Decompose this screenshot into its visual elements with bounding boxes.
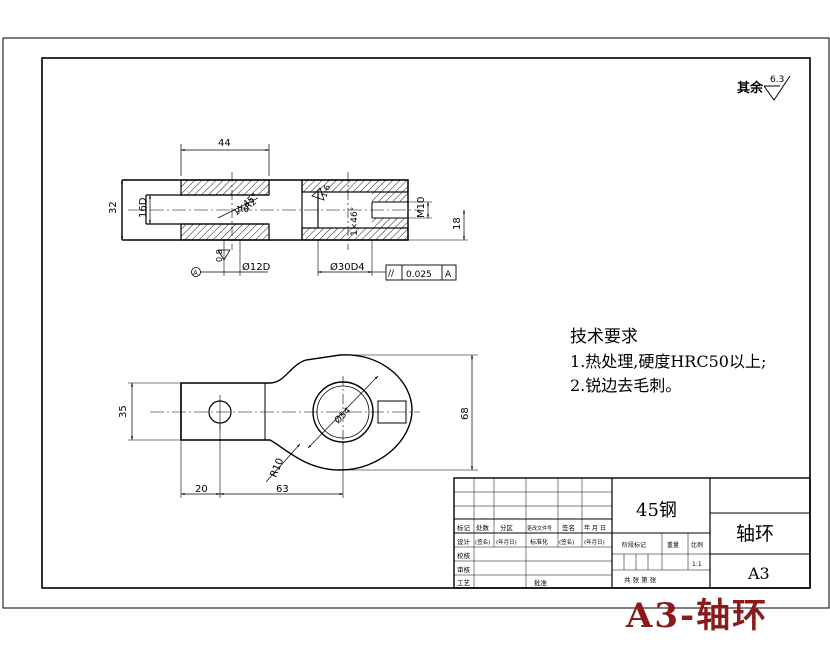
hdr-date: 年 月 日 xyxy=(584,524,606,532)
dim-height-32: 32 xyxy=(108,201,119,214)
dim-height-68: 68 xyxy=(460,407,471,420)
scale-value: 1:1 xyxy=(692,561,702,568)
dim-63: 63 xyxy=(276,484,289,495)
roughness-mark-2: 0.8 xyxy=(215,249,224,262)
row-design-sign: (签名) xyxy=(475,538,490,546)
hdr-sign: 签名 xyxy=(562,523,575,532)
top-view-dimensions: 35 68 20 63 R10 Ø54 xyxy=(118,354,478,498)
part-name: 轴环 xyxy=(736,523,774,545)
row-check: 校核 xyxy=(457,551,471,560)
hdr-count: 处数 xyxy=(476,523,490,532)
tolerance-symbol: // xyxy=(388,269,395,279)
tech-item-1: 1.热处理,硬度HRC50以上; xyxy=(570,352,766,371)
tolerance-datum: A xyxy=(445,270,452,280)
roughness-mark-1: 1.6 xyxy=(236,205,249,214)
row-design: 设计 xyxy=(457,537,471,546)
title-block xyxy=(453,477,811,589)
hdr-mark: 标记 xyxy=(457,523,471,532)
material: 45钢 xyxy=(636,500,677,521)
inner-frame xyxy=(41,57,811,589)
roughness-value: 6.3 xyxy=(770,75,784,85)
drawing-number: A3 xyxy=(747,564,770,583)
dim-20: 20 xyxy=(195,484,208,495)
tolerance-frame: // 0.025 A xyxy=(372,264,457,281)
dim-thread-m10: M10 xyxy=(416,197,427,218)
dim-width-35: 35 xyxy=(118,405,129,418)
outer-frame xyxy=(2,37,830,609)
watermark-stamp: A3-轴环 xyxy=(626,596,769,636)
tech-title: 技术要求 xyxy=(570,327,638,347)
sheets-label: 共 张 第 张 xyxy=(624,575,657,584)
general-roughness-note: 其余 6.3 xyxy=(737,75,791,101)
dim-length-44: 44 xyxy=(218,138,231,149)
row-approve: 批准 xyxy=(534,578,548,587)
scale-label: 比例 xyxy=(691,541,703,549)
row-standard-sign: (签名) xyxy=(559,538,574,546)
title-block-text: 标记 处数 分区 更改文件号 签名 年 月 日 设计 (签名) (年月日) 标准… xyxy=(457,500,774,587)
roughness-mark-3: 1.6 xyxy=(319,184,332,199)
front-view-dimensions: 44 32 16D 1×45° R2 1×46° M10 18 Ø12D Ø30… xyxy=(108,138,468,281)
technical-requirements: 技术要求 1.热处理,硬度HRC50以上; 2.锐边去毛刺。 xyxy=(570,327,766,395)
dim-dia-54: Ø54 xyxy=(332,405,353,426)
dim-chamfer-2: 1×46° xyxy=(350,207,360,236)
tolerance-value: 0.025 xyxy=(406,270,432,280)
roughness-label: 其余 xyxy=(737,80,764,96)
hdr-zone: 分区 xyxy=(500,523,514,532)
dim-dia-30: Ø30D4 xyxy=(330,261,365,273)
tech-item-2: 2.锐边去毛刺。 xyxy=(570,376,681,395)
dim-dia-12: Ø12D xyxy=(242,261,271,273)
dim-offset-18: 18 xyxy=(452,217,463,230)
row-standard: 标准化 xyxy=(530,538,548,546)
dim-radius-r10: R10 xyxy=(269,457,287,479)
dim-bore-16d: 16D xyxy=(138,197,149,218)
top-plan-view xyxy=(150,354,420,471)
row-process: 工艺 xyxy=(457,579,471,587)
row-review: 审核 xyxy=(457,565,471,574)
row-design-date: (年月日) xyxy=(496,538,517,546)
stage-label: 阶段标记 xyxy=(622,541,646,549)
row-standard-date: (年月日) xyxy=(584,538,605,546)
front-section-view xyxy=(121,172,420,250)
hdr-change-doc: 更改文件号 xyxy=(527,525,552,532)
datum-a: A xyxy=(193,269,198,277)
weight-label: 重量 xyxy=(667,541,679,549)
